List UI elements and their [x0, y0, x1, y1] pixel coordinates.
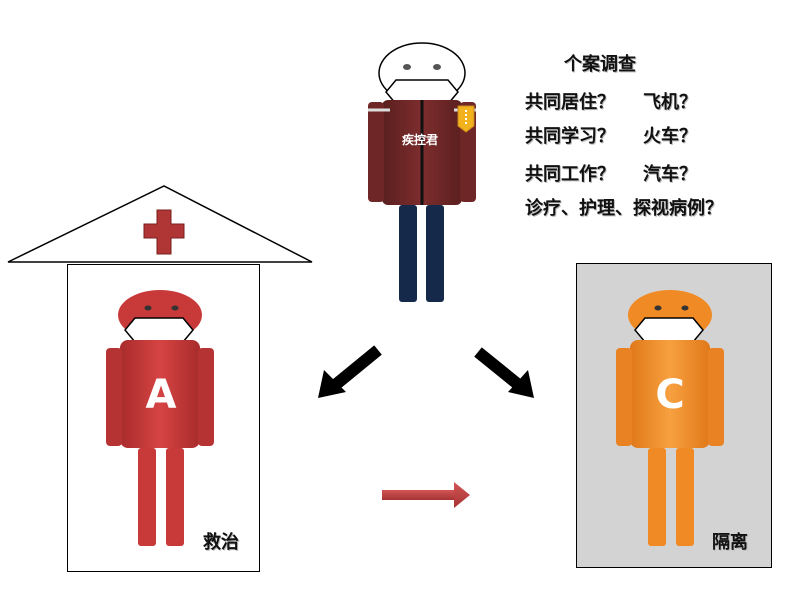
arrow-a-to-c-icon: [382, 482, 470, 508]
investigator-figure: [368, 42, 476, 302]
patient-a-letter: A: [145, 372, 177, 418]
isolation-label: 隔离: [712, 532, 748, 553]
investigator-label: 疾控君: [402, 133, 439, 147]
question-car: 汽车？: [643, 164, 697, 185]
patient-c-figure: [616, 290, 724, 546]
arrow-to-a-icon: [318, 345, 382, 398]
question-study: 共同学习？: [525, 126, 615, 147]
question-work: 共同工作？: [525, 164, 615, 185]
question-care: 诊疗、护理、探视病例？: [525, 198, 723, 219]
medical-cross-icon: [143, 209, 185, 255]
patient-c-letter: C: [655, 372, 685, 418]
investigation-title: 个案调查: [564, 54, 636, 75]
arrow-to-c-icon: [474, 347, 534, 398]
question-cohabit: 共同居住？: [525, 92, 615, 113]
treatment-label: 救治: [203, 532, 239, 553]
patient-a-figure: [106, 290, 214, 546]
question-train: 火车？: [643, 126, 697, 147]
question-plane: 飞机？: [643, 92, 697, 113]
